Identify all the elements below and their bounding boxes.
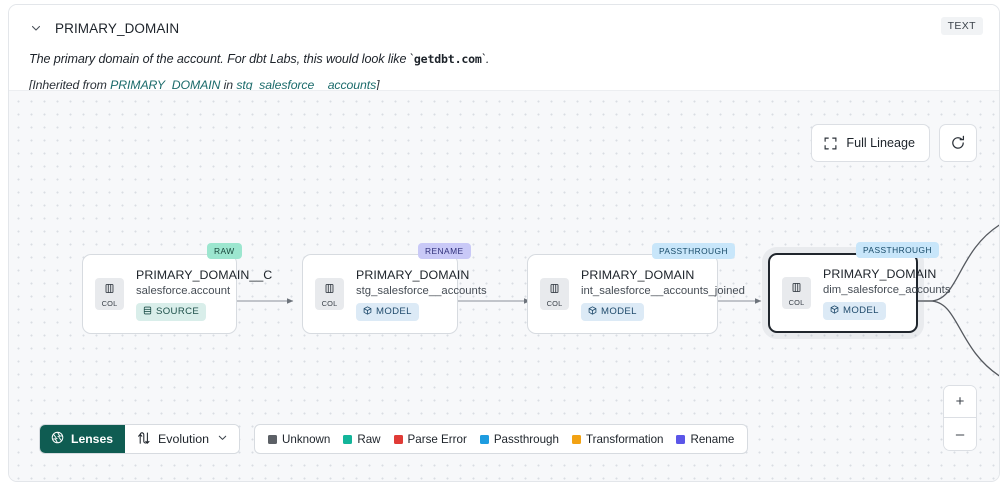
inherited-suffix: ] (376, 77, 380, 92)
legend-item: Parse Error (393, 432, 467, 446)
lens-button-group: Lenses Evolution (39, 424, 240, 454)
cube-icon (588, 305, 597, 318)
page-title: PRIMARY_DOMAIN (55, 20, 180, 36)
aperture-icon (51, 431, 64, 447)
legend-label: Transformation (585, 432, 664, 446)
legend: Unknown Raw Parse Error Passthrough (254, 424, 749, 454)
canvas-bottom-bar: Lenses Evolution (39, 424, 749, 454)
full-lineage-label: Full Lineage (846, 136, 915, 150)
column-icon (549, 281, 560, 299)
zoom-in-button[interactable]: + (944, 386, 976, 418)
refresh-icon (950, 135, 966, 151)
node-body: PRIMARY_DOMAIN dim_salesforce_accounts M… (811, 267, 950, 320)
column-chip: COL (95, 278, 124, 310)
status-badge: TEXT (940, 17, 983, 35)
lineage-nodes: RAW COL PRIMARY_DOMAIN__C (9, 91, 999, 481)
refresh-button[interactable] (939, 124, 977, 162)
column-icon (324, 281, 335, 299)
lineage-node-selected[interactable]: COL PRIMARY_DOMAIN dim_salesforce_accoun… (768, 253, 950, 333)
legend-swatch (393, 434, 403, 444)
chevron-down-icon (217, 432, 228, 446)
node-title: PRIMARY_DOMAIN (823, 266, 937, 281)
zoom-out-button[interactable]: – (944, 418, 976, 450)
node-subtitle: dim_salesforce_accounts (823, 283, 951, 296)
lenses-label: Lenses (71, 432, 114, 446)
lineage-node[interactable]: COL PRIMARY_DOMAIN stg_salesforce__accou… (302, 254, 487, 334)
legend-label: Parse Error (407, 432, 467, 446)
legend-label: Passthrough (493, 432, 559, 446)
evolution-arrows-icon (136, 431, 150, 448)
node-title: PRIMARY_DOMAIN__C (136, 267, 273, 282)
node-subtitle: salesforce.account (136, 284, 231, 297)
node-kind-label: SOURCE (156, 306, 200, 317)
node-kind-badge: MODEL (581, 302, 644, 321)
cube-icon (363, 305, 372, 318)
node-tag-raw: RAW (207, 243, 242, 259)
legend-label: Raw (357, 432, 381, 446)
legend-swatch (676, 434, 686, 444)
node-subtitle: int_salesforce__accounts_joined (581, 284, 745, 297)
legend-item: Rename (676, 433, 734, 446)
legend-item: Transformation (571, 432, 664, 446)
evolution-label: Evolution (158, 432, 209, 446)
column-detail-card: PRIMARY_DOMAIN TEXT The primary domain o… (8, 4, 1000, 482)
lineage-canvas[interactable]: Full Lineage RAW (9, 90, 999, 481)
full-lineage-button[interactable]: Full Lineage (811, 124, 930, 162)
legend-swatch (343, 434, 353, 444)
database-icon (143, 306, 152, 318)
column-icon (791, 280, 802, 298)
card-header: PRIMARY_DOMAIN TEXT The primary domain o… (9, 5, 999, 92)
node-kind-badge: SOURCE (136, 302, 207, 321)
expand-icon (824, 137, 837, 150)
description-code: getdbt.com (413, 52, 482, 66)
column-chip: COL (782, 277, 811, 309)
column-icon (104, 281, 115, 299)
node-body: PRIMARY_DOMAIN stg_salesforce__accounts … (344, 268, 487, 321)
description-suffix: `. (481, 52, 490, 66)
legend-swatch (268, 434, 277, 444)
description-text: The primary domain of the account. For d… (29, 52, 414, 66)
node-kind-label: MODEL (843, 305, 879, 316)
legend-swatch (479, 434, 489, 444)
legend-swatch (571, 434, 581, 444)
lenses-button[interactable]: Lenses (40, 425, 126, 453)
inherited-model-link[interactable]: stg_salesforce__accounts (236, 77, 377, 92)
node-kind-badge: MODEL (356, 302, 419, 321)
inherited-mid: in (220, 77, 237, 92)
column-chip: COL (540, 278, 569, 310)
column-chip: COL (315, 278, 344, 310)
column-chip-label: COL (546, 298, 563, 308)
node-tag-passthrough: PASSTHROUGH (856, 242, 940, 258)
node-tag-rename: RENAME (418, 243, 471, 259)
legend-label: Rename (690, 432, 735, 446)
zoom-controls: + – (943, 385, 977, 451)
inherited-prefix: [Inherited from (29, 77, 111, 92)
cube-icon (830, 304, 839, 317)
node-title: PRIMARY_DOMAIN (581, 267, 695, 282)
legend-label: Unknown (282, 432, 331, 446)
node-kind-label: MODEL (376, 306, 412, 317)
node-title: PRIMARY_DOMAIN (356, 267, 470, 282)
lineage-node[interactable]: COL PRIMARY_DOMAIN__C salesforce.account (82, 254, 272, 334)
node-kind-label: MODEL (601, 306, 637, 317)
column-description: The primary domain of the account. For d… (29, 52, 983, 68)
node-tag-passthrough: PASSTHROUGH (652, 243, 736, 259)
node-kind-badge: MODEL (823, 301, 886, 320)
inherited-from-line: [Inherited from PRIMARY_DOMAIN in stg_sa… (29, 78, 983, 92)
column-chip-label: COL (321, 298, 338, 308)
title-row: PRIMARY_DOMAIN (29, 17, 983, 39)
legend-item: Passthrough (479, 432, 559, 446)
column-chip-label: COL (788, 297, 805, 307)
node-subtitle: stg_salesforce__accounts (356, 284, 487, 297)
node-body: PRIMARY_DOMAIN int_salesforce__accounts_… (569, 268, 745, 321)
lineage-node[interactable]: COL PRIMARY_DOMAIN int_salesforce__accou… (527, 254, 745, 334)
node-body: PRIMARY_DOMAIN__C salesforce.account SOU (124, 268, 272, 321)
canvas-top-controls: Full Lineage (811, 124, 977, 162)
legend-item: Raw (343, 432, 381, 446)
chevron-down-icon[interactable] (29, 21, 43, 35)
inherited-column-link[interactable]: PRIMARY_DOMAIN (110, 77, 221, 92)
column-chip-label: COL (101, 298, 118, 308)
legend-item: Unknown (268, 433, 330, 446)
evolution-dropdown[interactable]: Evolution (125, 425, 239, 453)
